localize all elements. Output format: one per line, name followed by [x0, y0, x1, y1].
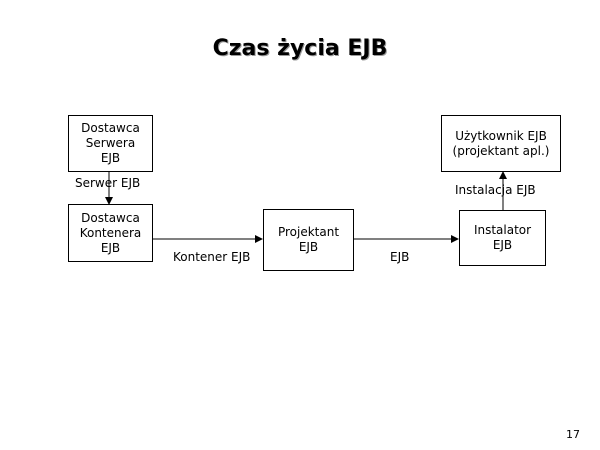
label-container-ejb: Kontener EJB	[173, 250, 251, 264]
box-container-provider-line-3: EJB	[100, 240, 121, 255]
box-server-provider-line-1: Dostawca	[81, 121, 140, 135]
box-ejb-user-line-2: (projektant apl.)	[452, 143, 550, 158]
box-ejb-user-line-1: Użytkownik EJB	[455, 128, 547, 143]
slide-title: Czas życia EJB	[212, 36, 388, 61]
box-server-provider-line-3: EJB	[100, 151, 121, 165]
box-ejb-installer-line-2: EJB	[492, 238, 513, 252]
label-ejb: EJB	[390, 250, 410, 264]
box-server-provider: Dostawca Serwera EJB	[68, 115, 153, 172]
label-server-ejb: Serwer EJB	[75, 176, 141, 190]
box-container-provider-line-2: Kontenera	[79, 225, 142, 240]
box-ejb-designer-line-1: Projektant	[277, 225, 340, 239]
label-ejb-installation: Instalacja EJB	[455, 183, 536, 197]
box-ejb-designer: Projektant EJB	[263, 209, 354, 271]
box-container-provider: Dostawca Kontenera EJB	[68, 204, 153, 262]
box-ejb-installer-line-1: Instalator	[473, 223, 532, 237]
box-ejb-installer: Instalator EJB	[459, 210, 546, 266]
page-number: 17	[566, 428, 580, 441]
box-server-provider-line-2: Serwera	[85, 136, 136, 150]
box-container-provider-line-1: Dostawca	[81, 210, 140, 225]
box-ejb-designer-line-2: EJB	[298, 240, 319, 254]
box-ejb-user: Użytkownik EJB (projektant apl.)	[441, 115, 561, 172]
